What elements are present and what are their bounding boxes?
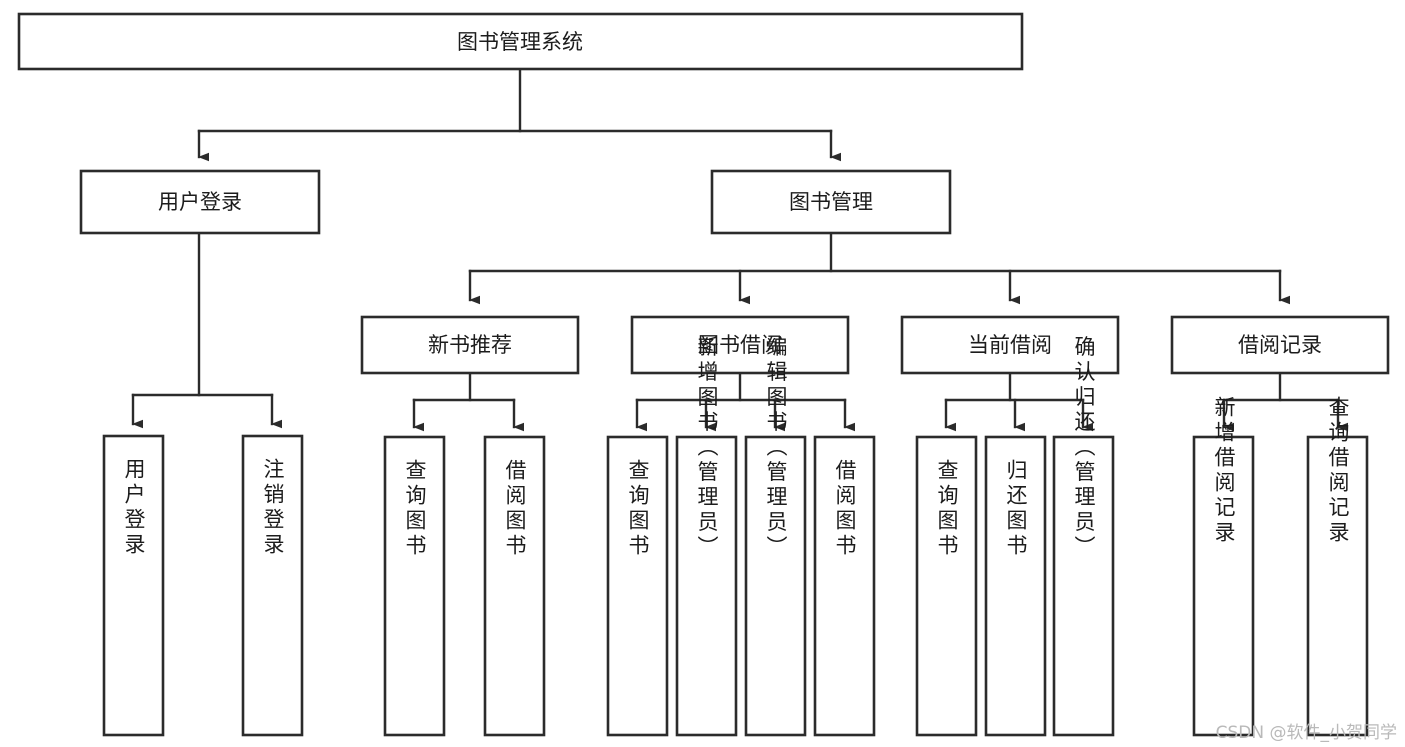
node-box[interactable] [102,434,165,737]
node-borrow-record[interactable]: 借阅记录 [1170,315,1390,375]
connector-layer [131,67,1348,432]
node-box[interactable] [241,434,304,737]
node-label: 当前借阅 [968,333,1052,357]
node-root-book-management-system[interactable]: 图书管理系统 [17,12,1024,71]
node-leaf-return-book[interactable]: 归还图书 [984,435,1047,737]
node-leaf-user-login[interactable]: 用户登录 [102,434,165,737]
node-label: 确认归还（管理员） [1072,336,1096,561]
node-box[interactable] [744,435,807,737]
node-leaf-confirm-return[interactable]: 确认归还（管理员） [1052,336,1115,737]
node-label: 新增借阅记录 [1212,396,1236,546]
node-label: 查询图书 [626,459,650,559]
node-box[interactable] [915,435,978,737]
node-leaf-logout-login[interactable]: 注销登录 [241,434,304,737]
node-leaf-query-book-2[interactable]: 查询图书 [606,435,669,737]
node-box[interactable] [483,435,546,737]
node-new-book-recommend[interactable]: 新书推荐 [360,315,580,375]
node-box[interactable] [630,315,850,375]
node-leaf-add-record[interactable]: 新增借阅记录 [1192,396,1255,737]
node-label: 借阅记录 [1238,333,1322,357]
node-book-borrow[interactable]: 图书借阅 [630,315,850,375]
node-label: 注销登录 [261,458,285,558]
node-current-borrow[interactable]: 当前借阅 [900,315,1120,375]
node-box[interactable] [675,435,738,737]
node-label: 查询图书 [935,459,959,559]
node-box[interactable] [710,169,952,235]
node-label: 图书管理 [789,190,873,214]
node-label: 借阅图书 [503,459,527,559]
node-label: 用户登录 [122,458,146,558]
node-label: 查询借阅记录 [1326,396,1350,546]
node-label: 借阅图书 [833,459,857,559]
node-label: 用户登录 [158,190,242,214]
node-label: 新增图书（管理员） [695,336,719,561]
node-box[interactable] [79,169,321,235]
node-label: 归还图书 [1004,459,1028,559]
node-leaf-query-book-1[interactable]: 查询图书 [383,435,446,737]
node-box[interactable] [1192,435,1255,737]
node-leaf-query-record[interactable]: 查询借阅记录 [1306,396,1369,737]
watermark-text: CSDN @软件_小贺同学 [1215,723,1397,743]
node-label: 图书管理系统 [457,30,583,54]
node-leaf-borrow-book-2[interactable]: 借阅图书 [813,435,876,737]
node-leaf-edit-book[interactable]: 编辑图书（管理员） [744,336,807,737]
node-box[interactable] [813,435,876,737]
node-label: 编辑图书（管理员） [764,336,788,561]
node-label: 图书借阅 [698,333,782,357]
node-label: 查询图书 [403,459,427,559]
node-box[interactable] [360,315,580,375]
node-leaf-add-book[interactable]: 新增图书（管理员） [675,336,738,737]
node-box[interactable] [1170,315,1390,375]
node-box[interactable] [606,435,669,737]
node-leaf-borrow-book-1[interactable]: 借阅图书 [483,435,546,737]
node-box[interactable] [1052,435,1115,737]
node-book-manage[interactable]: 图书管理 [710,169,952,235]
node-box[interactable] [1306,435,1369,737]
node-box[interactable] [383,435,446,737]
node-box[interactable] [900,315,1120,375]
node-leaf-query-book-3[interactable]: 查询图书 [915,435,978,737]
node-user-login[interactable]: 用户登录 [79,169,321,235]
node-box[interactable] [984,435,1047,737]
node-label: 新书推荐 [428,333,512,357]
node-box[interactable] [17,12,1024,71]
